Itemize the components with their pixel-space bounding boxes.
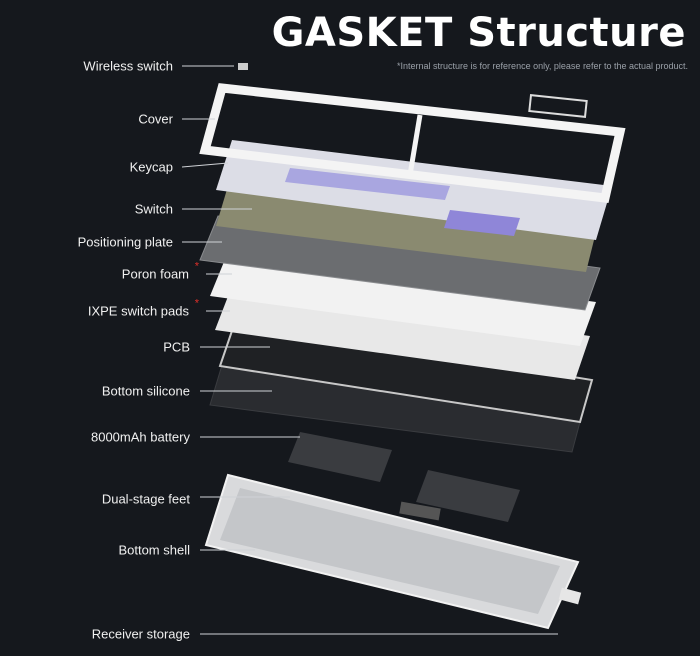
cover-frame (199, 83, 626, 203)
asterisk-marker: * (194, 297, 199, 310)
asterisk-marker: * (194, 260, 199, 273)
keycap-purple-row (285, 168, 450, 200)
label-dual-stage-feet: Dual-stage feet (101, 491, 190, 507)
label-ixpe-switch-pads: IXPE switch pads * (87, 298, 199, 319)
label-keycap: Keycap (129, 159, 173, 175)
battery-left (288, 432, 392, 482)
wireless-module (399, 501, 441, 521)
label-switch: Switch (134, 201, 173, 217)
disclaimer-note: *Internal structure is for reference onl… (397, 61, 688, 71)
ixpe-layer (215, 286, 590, 380)
wireless-switch-part (238, 63, 248, 70)
label-positioning-plate: Positioning plate (77, 234, 173, 250)
label-text: Poron foam (121, 266, 189, 282)
label-bottom-shell: Bottom shell (118, 542, 190, 558)
label-battery: 8000mAh battery (90, 429, 190, 445)
bottom-shell-inner (220, 488, 560, 614)
label-cover: Cover (138, 111, 173, 127)
label-pcb: PCB (163, 339, 190, 355)
keycap-purple-right (444, 210, 520, 236)
cover-badge (528, 94, 588, 118)
switch-layer (216, 186, 596, 272)
label-wireless-switch: Wireless switch (83, 58, 173, 74)
receiver (558, 587, 582, 605)
label-receiver-storage: Receiver storage (91, 626, 190, 642)
label-poron-foam: Poron foam * (121, 261, 199, 282)
poron-foam-layer (210, 252, 596, 346)
battery-right (416, 470, 520, 522)
page-title: GASKET Structure (271, 10, 686, 56)
label-text: IXPE switch pads (87, 303, 189, 319)
label-bottom-silicone: Bottom silicone (101, 383, 190, 399)
